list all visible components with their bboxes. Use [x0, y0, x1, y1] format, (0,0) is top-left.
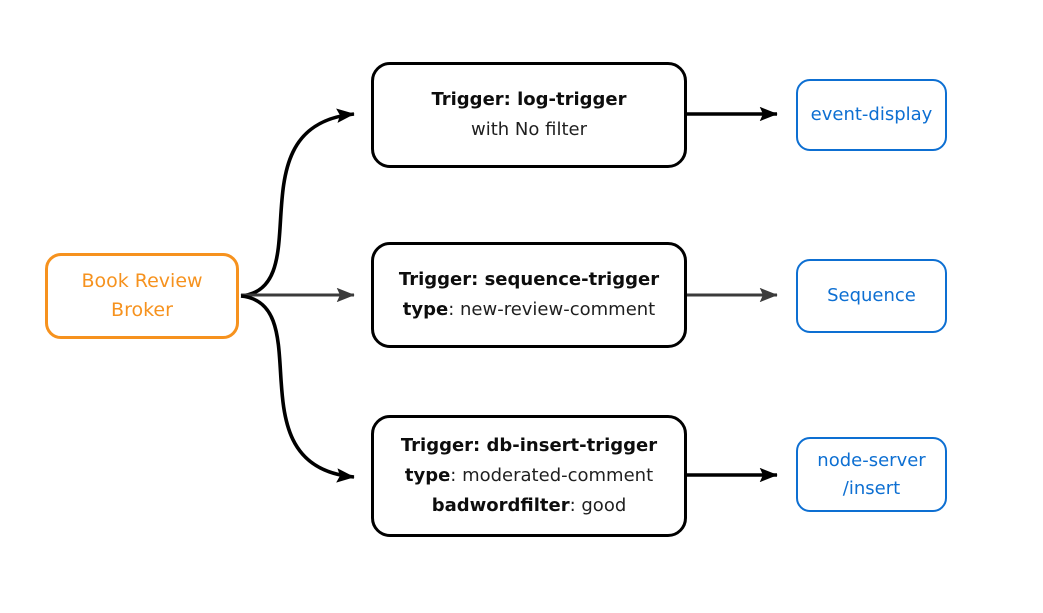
node-log-trigger: Trigger: log-trigger with No filter — [371, 62, 687, 168]
node-server-label-line1: node-server — [817, 449, 926, 471]
node-node-server-insert: node-server /insert — [796, 437, 947, 512]
db-insert-trigger-attr-type: type: moderated-comment — [404, 465, 654, 486]
edge-broker-to-log-trigger — [240, 108, 355, 298]
log-trigger-subtitle: with No filter — [471, 119, 587, 140]
node-broker: Book Review Broker — [45, 253, 239, 339]
broker-label-line1: Book Review — [81, 270, 203, 292]
sequence-trigger-attr: type: new-review-comment — [402, 299, 656, 320]
sequence-trigger-title: Trigger: sequence-trigger — [398, 269, 660, 290]
db-insert-trigger-title: Trigger: db-insert-trigger — [400, 435, 658, 456]
broker-label-line2: Broker — [111, 299, 173, 321]
event-display-label: event-display — [810, 104, 933, 125]
edge-broker-to-db-insert-trigger — [240, 294, 355, 483]
db-insert-trigger-attr-badwordfilter: badwordfilter: good — [431, 495, 627, 516]
log-trigger-title: Trigger: log-trigger — [431, 89, 627, 110]
node-server-label-line2: /insert — [842, 477, 901, 499]
node-sequence-trigger: Trigger: sequence-trigger type: new-revi… — [371, 242, 687, 348]
node-db-insert-trigger: Trigger: db-insert-trigger type: moderat… — [371, 415, 687, 537]
node-sequence: Sequence — [796, 259, 947, 333]
sequence-label: Sequence — [827, 285, 916, 306]
node-event-display: event-display — [796, 79, 947, 151]
